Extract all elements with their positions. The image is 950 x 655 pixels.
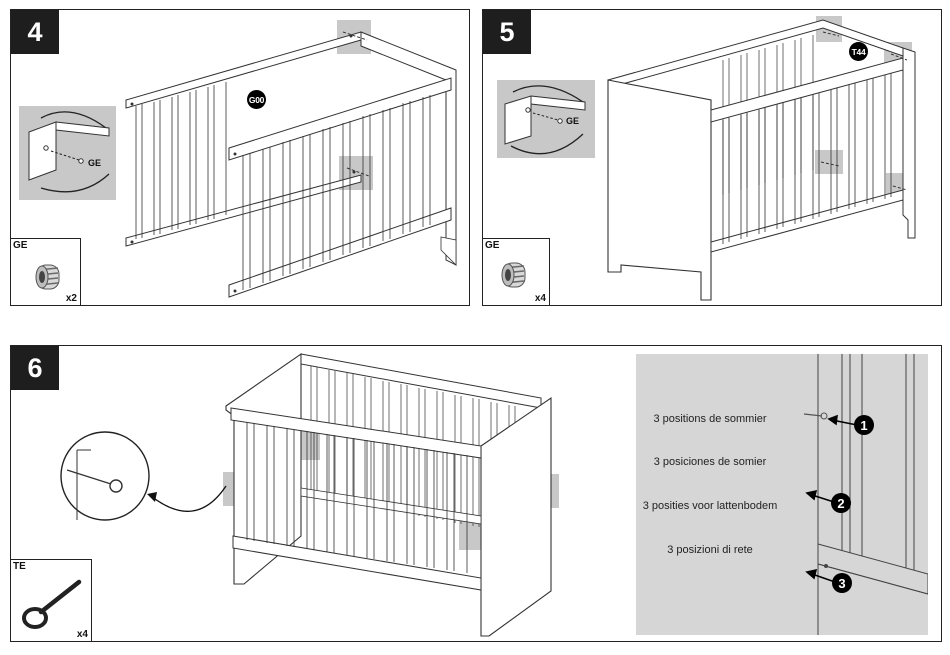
step-4-panel: 4 xyxy=(10,9,470,306)
step-number: 5 xyxy=(483,10,531,54)
threaded-insert-icon xyxy=(35,264,60,290)
assembled-crib-illustration xyxy=(60,352,559,637)
part-code: GE xyxy=(13,240,28,251)
position-marker-2: 2 xyxy=(831,493,851,513)
crib-frame-illustration xyxy=(497,16,916,301)
mattress-position-text-es: 3 posiciones de somier xyxy=(653,456,767,468)
callout-label: GE xyxy=(88,158,102,168)
step-6-panel: 6 xyxy=(10,345,942,642)
mattress-position-text-it: 3 posizioni di rete xyxy=(667,544,753,556)
step-number: 4 xyxy=(11,10,59,54)
connector-badge: T44 xyxy=(849,42,868,61)
step-number: 6 xyxy=(11,346,59,390)
crib-side-rail-illustration xyxy=(19,20,457,298)
side-panel-detail-illustration xyxy=(803,354,928,635)
position-marker-3: 3 xyxy=(832,573,852,593)
mattress-position-text-nl: 3 posities voor lattenbodem xyxy=(642,500,778,512)
part-box-ge: GE x2 xyxy=(11,238,81,305)
part-quantity: x4 xyxy=(76,629,88,640)
step-5-panel: 5 xyxy=(482,9,942,306)
connector-badge: G00 xyxy=(247,90,266,109)
position-marker-1: 1 xyxy=(854,415,874,435)
callout-label: GE xyxy=(566,116,580,126)
part-quantity: x4 xyxy=(534,293,546,304)
eye-bolt-icon xyxy=(22,579,82,629)
mattress-position-detail: 3 positions de sommier 3 posiciones de s… xyxy=(636,354,928,635)
mattress-position-text-fr: 3 positions de sommier xyxy=(653,413,767,425)
part-box-ge: GE x4 xyxy=(483,238,550,305)
part-quantity: x2 xyxy=(65,293,77,304)
part-code: TE xyxy=(13,561,26,572)
part-code: GE xyxy=(485,240,500,251)
threaded-insert-icon xyxy=(501,262,526,288)
part-box-te: TE x4 xyxy=(11,559,92,641)
